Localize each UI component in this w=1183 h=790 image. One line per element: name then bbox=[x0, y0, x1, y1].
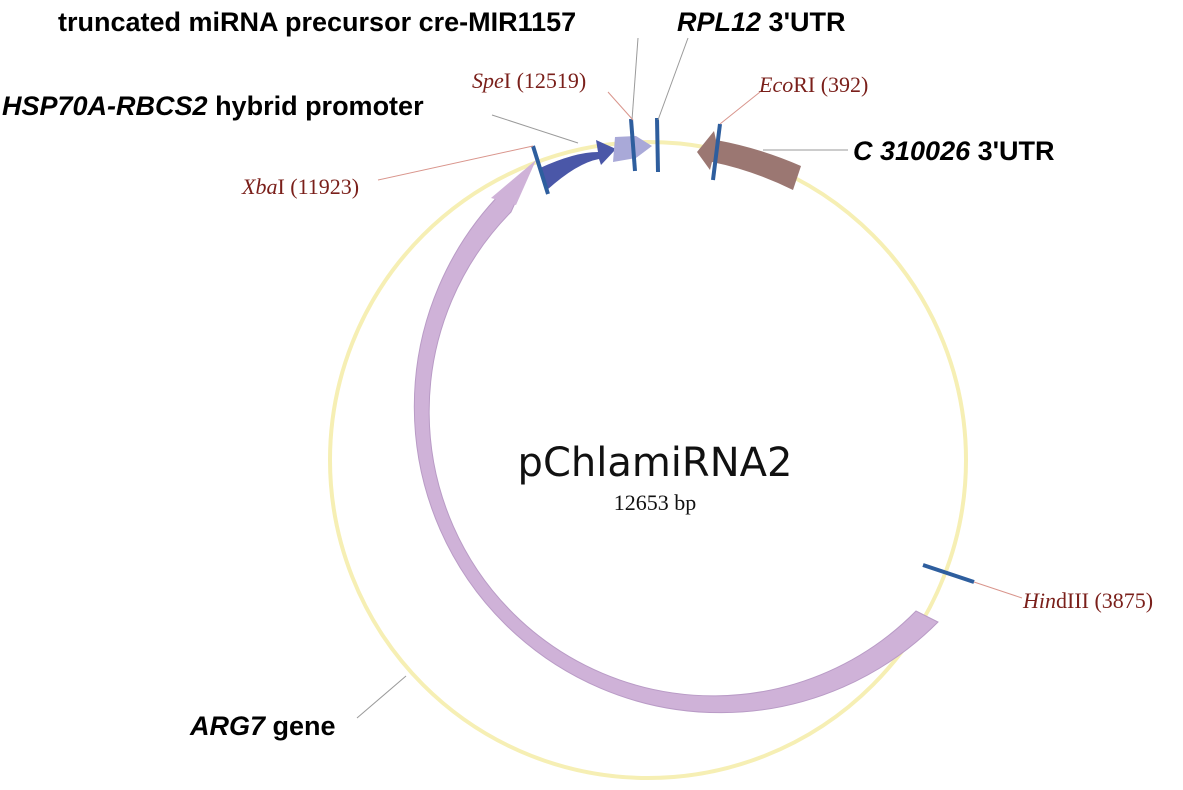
hind-site-marker bbox=[922, 563, 975, 584]
eco-site-marker bbox=[711, 123, 722, 181]
plasmid-name: pChlamiRNA2 bbox=[518, 440, 793, 486]
arg7-gene-arrow bbox=[413, 169, 939, 714]
mirna-label: truncated miRNA precursor cre-MIR1157 bbox=[58, 7, 576, 37]
rpl12-leader bbox=[657, 37, 689, 121]
hind-leader bbox=[973, 581, 1023, 599]
xba-site-label: XbaI (11923) bbox=[241, 174, 359, 199]
promoter-leader bbox=[491, 114, 579, 144]
c310026-label: C 310026 3'UTR bbox=[853, 136, 1055, 166]
rpl12-utr-marker bbox=[655, 117, 660, 173]
arg7-label: ARG7 gene bbox=[189, 711, 336, 741]
eco-site-label: EcoRI (392) bbox=[758, 72, 868, 97]
mirna-leader bbox=[631, 37, 639, 121]
arg7-leader bbox=[356, 675, 407, 719]
xba-leader bbox=[377, 145, 534, 181]
rpl12-label: RPL12 3'UTR bbox=[677, 7, 845, 37]
xba-site-marker bbox=[531, 145, 550, 195]
eco-leader bbox=[719, 91, 761, 125]
c310026-utr-arrow bbox=[697, 131, 801, 190]
spe-site-label: SpeI (12519) bbox=[472, 68, 586, 93]
arg7-gene-arrowhead bbox=[491, 160, 536, 205]
plasmid-size: 12653 bp bbox=[614, 490, 697, 515]
promoter-label: HSP70A-RBCS2 hybrid promoter bbox=[2, 91, 424, 121]
spe-leader bbox=[607, 91, 634, 121]
hind-site-label: HindIII (3875) bbox=[1022, 588, 1153, 613]
promoter-arrow bbox=[540, 140, 616, 190]
spe-site-marker bbox=[629, 118, 637, 172]
plasmid-backbone bbox=[328, 140, 968, 780]
